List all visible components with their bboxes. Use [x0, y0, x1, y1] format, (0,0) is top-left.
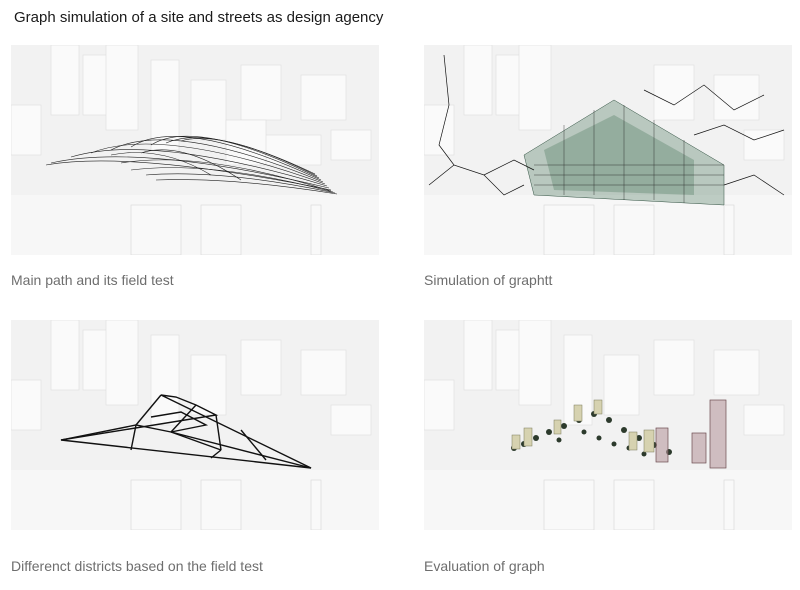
pier-shapes — [130, 479, 322, 530]
district-boundaries — [60, 394, 312, 469]
panel-caption: Evaluation of graph — [424, 558, 545, 574]
highrise-towers — [655, 399, 727, 469]
graph-edges — [428, 54, 785, 196]
ground-plane — [424, 195, 792, 255]
city-massing — [11, 45, 372, 166]
panel-caption: Differenct districts based on the field … — [11, 558, 263, 574]
panel-evaluation — [424, 320, 792, 530]
pier-shapes — [543, 204, 735, 255]
pier-shapes — [130, 204, 322, 255]
panel-graph-simulation — [424, 45, 792, 255]
ground-plane — [424, 470, 792, 530]
ground-plane — [11, 470, 379, 530]
building-blocks — [511, 399, 655, 453]
field-lines — [45, 135, 338, 195]
panel-districts — [11, 320, 379, 530]
panel-caption: Simulation of graphtt — [424, 272, 553, 288]
graph-mesh — [523, 99, 725, 206]
pier-shapes — [543, 479, 735, 530]
site-model-image-3 — [11, 320, 379, 530]
city-massing — [424, 320, 785, 436]
site-model-image-2 — [424, 45, 792, 255]
city-massing — [11, 320, 372, 436]
panel-caption: Main path and its field test — [11, 272, 174, 288]
city-massing — [424, 45, 785, 161]
panel-main-path-field-test — [11, 45, 379, 255]
figure-title: Graph simulation of a site and streets a… — [14, 9, 384, 26]
site-model-image-4 — [424, 320, 792, 530]
site-model-image-1 — [11, 45, 379, 255]
ground-plane — [11, 195, 379, 255]
